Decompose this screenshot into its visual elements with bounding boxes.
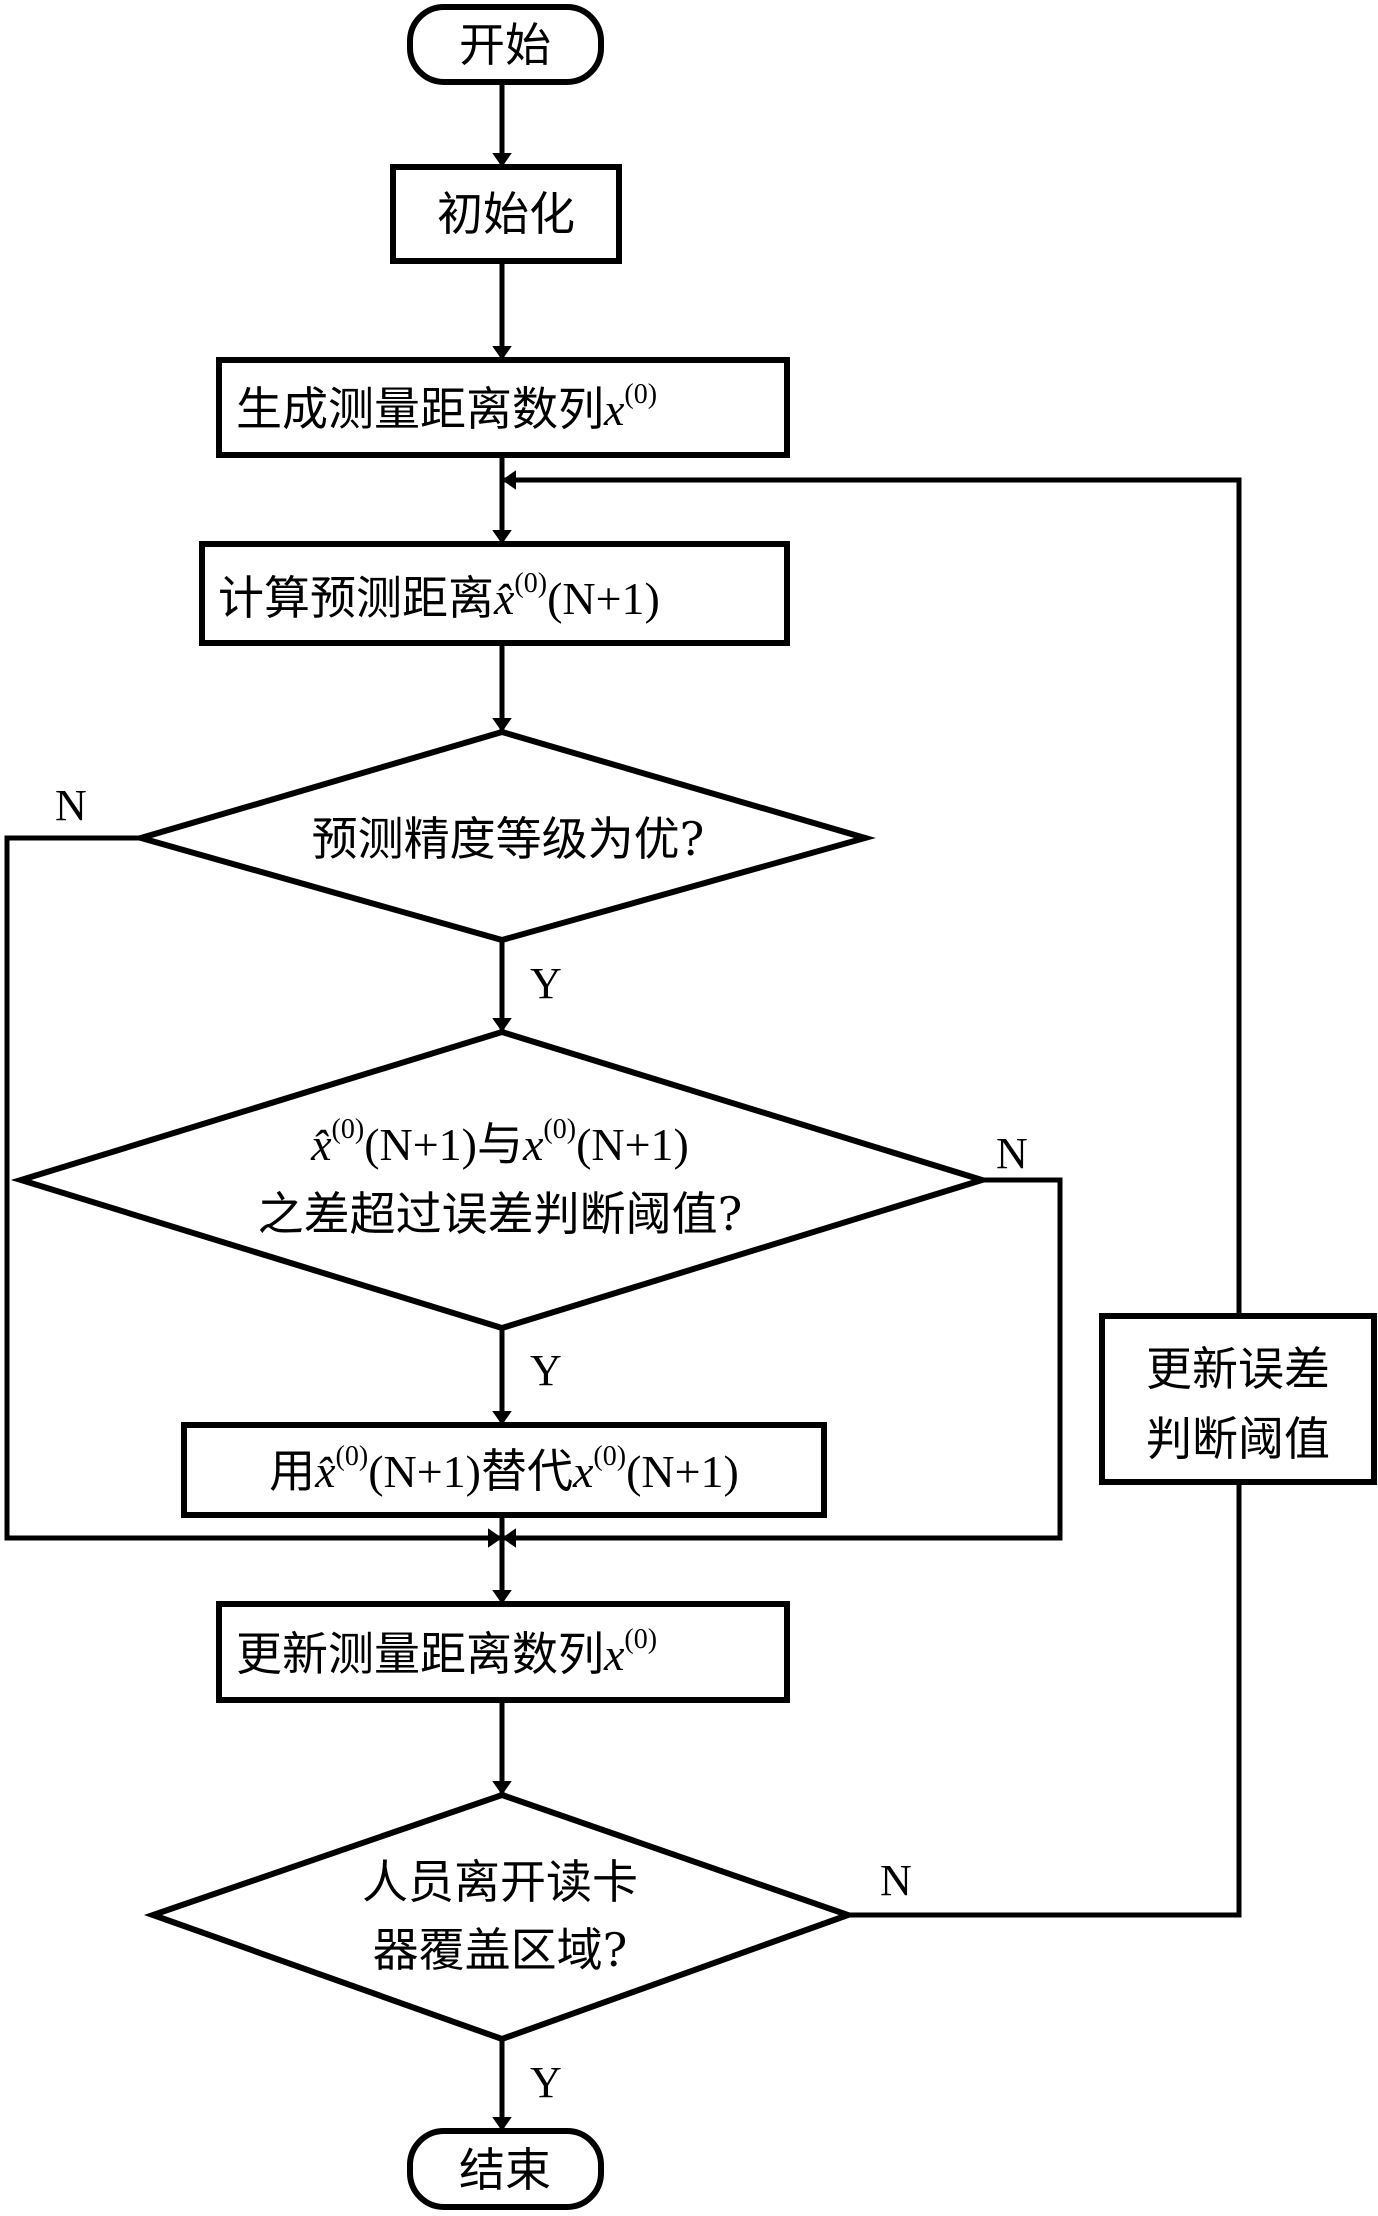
update-sequence-label: 更新测量距离数列x(0) [236,1624,657,1681]
arrow-decision2-no [502,1177,1063,1548]
predict-math: x̂ [493,573,515,624]
dt-math-a: x̂ [310,1119,332,1170]
init-label: 初始化 [437,187,575,241]
replace-math-a: x̂ [314,1446,336,1497]
replace-sup-a: (0) [336,1441,369,1472]
replace-math-c: x [572,1446,594,1497]
replace-text-d: (N+1) [626,1446,739,1497]
arrow-decision1-no [4,835,502,1548]
generate-box [216,357,790,458]
update-threshold-line1: 更新误差 [1146,1342,1330,1396]
generate-math: x [603,384,625,435]
predict-label: 计算预测距离x̂(0)(N+1) [218,568,660,625]
generate-label: 生成测量距离数列x(0) [236,379,657,436]
leave-no-label: N [880,1856,912,1905]
update-threshold-line2: 判断阈值 [1146,1412,1330,1466]
dt-sup-a: (0) [332,1114,365,1145]
predict-box [199,541,790,646]
end-label: 结束 [459,2143,551,2197]
dt-text-b: (N+1)与 [364,1119,523,1170]
accuracy-yes-label: Y [530,959,562,1008]
decision-threshold-line2: 之差超过误差判断阈值? [258,1187,743,1241]
predict-tail: (N+1) [547,573,660,624]
line-decision3-no [848,1482,1242,1918]
update-threshold-box [1099,1313,1377,1485]
update-seq-math: x [603,1629,625,1680]
decision-threshold-line1: x̂(0)(N+1)与x(0)(N+1) [310,1114,689,1170]
decision-accuracy-label: 预测精度等级为优? [312,812,705,866]
init-box [390,164,622,264]
generate-sup: (0) [624,379,657,410]
predict-sup: (0) [514,568,547,599]
start-terminal [407,4,604,85]
decision-accuracy [130,728,876,944]
dt-math-c: x [522,1119,544,1170]
dt-sup-c: (0) [543,1114,576,1145]
decision-threshold [10,1028,993,1332]
threshold-no-label: N [996,1129,1028,1178]
connectors [4,82,1242,2131]
update-seq-text: 更新测量距离数列 [236,1627,604,1681]
update-seq-sup: (0) [624,1624,657,1655]
predict-text: 计算预测距离 [218,571,494,625]
start-label: 开始 [459,18,551,72]
decision-leave [143,1791,858,2043]
decision-leave-line2: 器覆盖区域? [373,1923,628,1977]
arrow-feedback-loop [502,470,1242,1316]
replace-box [181,1422,827,1518]
threshold-yes-label: Y [530,1346,562,1395]
update-sequence-box [216,1601,790,1703]
generate-text: 生成测量距离数列 [236,382,604,436]
replace-sup-c: (0) [593,1441,626,1472]
replace-prefix: 用 [269,1444,315,1498]
end-terminal [407,2128,604,2210]
leave-yes-label: Y [530,2058,562,2107]
replace-label: 用x̂(0)(N+1)替代x(0)(N+1) [269,1441,739,1498]
accuracy-no-label: N [55,781,87,830]
replace-text-b: (N+1)替代 [368,1446,573,1497]
decision-leave-line1: 人员离开读卡 [362,1855,638,1909]
dt-text-d: (N+1) [576,1119,689,1170]
